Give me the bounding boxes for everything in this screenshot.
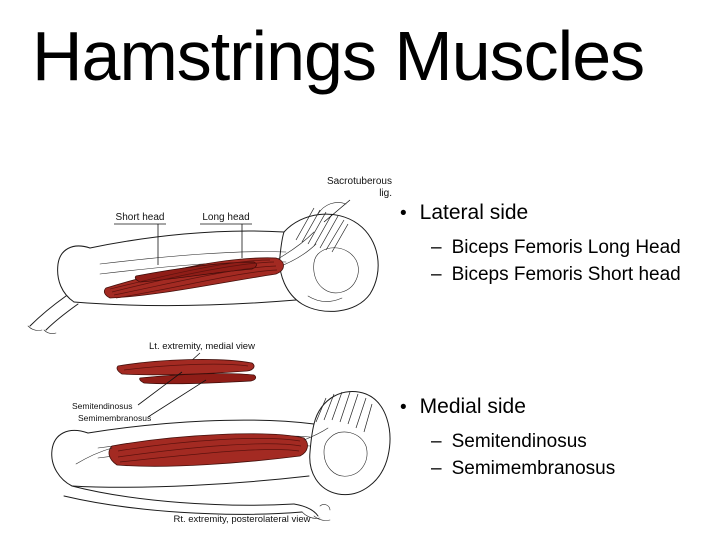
dash-icon: – [431, 264, 442, 285]
list-item: – Biceps Femoris Long Head [400, 234, 718, 261]
lateral-heading-row: • Lateral side [400, 200, 718, 227]
medial-muscle-strip [116, 359, 257, 385]
dash-icon: – [431, 458, 442, 479]
lateral-side-section: • Lateral side – Biceps Femoris Long Hea… [400, 200, 718, 288]
list-item: – Semimembranosus [400, 455, 718, 482]
sacrotuberous-label-line2: lig. [379, 188, 392, 199]
semitendinosus-label: Semitendinosus [72, 401, 132, 411]
posterolateral-view-caption: Rt. extremity, posterolateral view [173, 514, 310, 525]
list-item: – Biceps Femoris Short head [400, 261, 718, 288]
medial-side-section: • Medial side – Semitendinosus – Semimem… [400, 394, 718, 482]
long-head-label: Long head [202, 212, 249, 223]
figure-lateral-view: Short head Long head Sacrotuberous lig. [18, 168, 396, 338]
medial-item-semitendinosus: Semitendinosus [451, 431, 587, 452]
sacrotuberous-ligament-hatching [275, 207, 349, 269]
bullet-icon: • [400, 203, 407, 224]
pelvis-outline-bottom [309, 391, 391, 496]
dash-icon: – [431, 237, 442, 258]
short-head-label: Short head [116, 212, 165, 223]
list-item: – Semitendinosus [400, 428, 718, 455]
medial-item-semimembranosus: Semimembranosus [451, 458, 616, 479]
leg-outline [27, 230, 297, 334]
pelvis-outline [279, 202, 379, 312]
lateral-item-short-head: Biceps Femoris Short head [451, 264, 681, 285]
medial-view-drawing: Lt. extremity, medial view Semitendinosu… [51, 341, 391, 525]
semimembranosus-muscle [75, 427, 329, 467]
lateral-item-long-head: Biceps Femoris Long Head [451, 237, 681, 258]
label-semitendinosus: Semitendinosus [72, 371, 183, 411]
lateral-side-heading: Lateral side [419, 201, 529, 224]
label-sacrotuberous-lig: Sacrotuberous lig. [323, 176, 392, 223]
sacrotuberous-label-line1: Sacrotuberous [327, 176, 392, 187]
medial-heading-row: • Medial side [400, 394, 718, 421]
medial-view-caption: Lt. extremity, medial view [149, 341, 255, 352]
lateral-view-drawing: Short head Long head Sacrotuberous lig. [27, 176, 392, 334]
label-long-head: Long head [200, 212, 252, 258]
semimembranosus-label: Semimembranosus [78, 413, 151, 423]
label-semimembranosus: Semimembranosus [78, 379, 207, 423]
biceps-femoris-muscle [103, 257, 284, 299]
medial-side-heading: Medial side [419, 395, 526, 418]
label-short-head: Short head [114, 212, 166, 265]
page-title: Hamstrings Muscles [32, 17, 645, 95]
dash-icon: – [431, 431, 442, 452]
figure-medial-view: Lt. extremity, medial view Semitendinosu… [14, 336, 404, 530]
bullet-icon: • [400, 397, 407, 418]
